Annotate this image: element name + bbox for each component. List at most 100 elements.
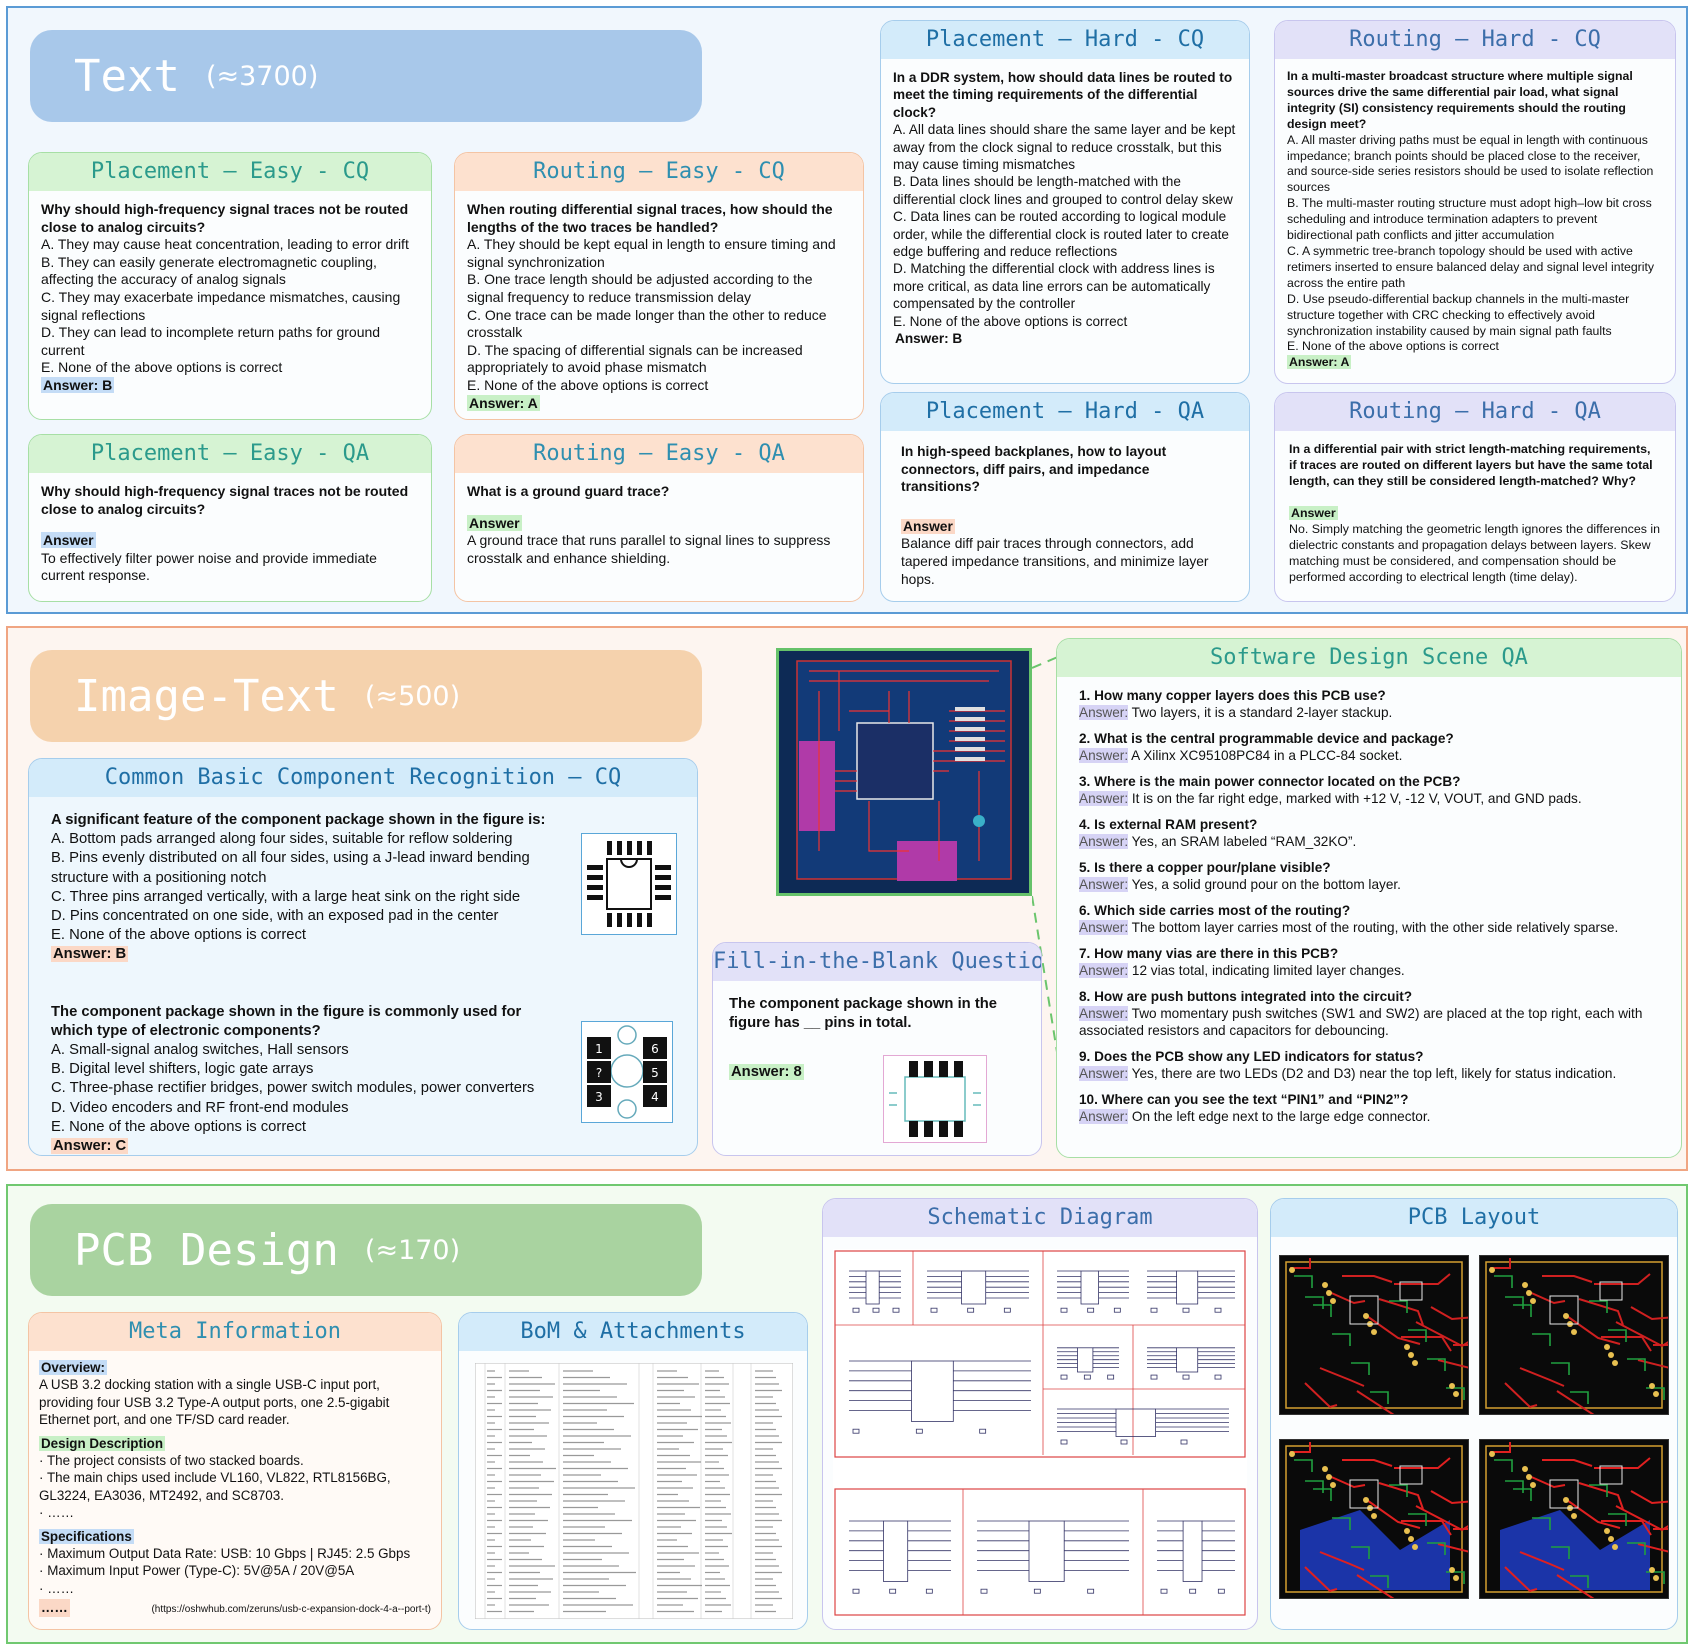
routing-hard-qa-card: Routing – Hard - QA In a differential pa… bbox=[1274, 392, 1676, 602]
option: E. None of the above options is correct bbox=[51, 1118, 306, 1135]
layout-artwork bbox=[1480, 1440, 1677, 1614]
answer: Answer: A bbox=[467, 394, 540, 411]
card-header: Common Basic Component Recognition – CQ bbox=[29, 759, 697, 797]
option: D. The spacing of differential signals c… bbox=[467, 341, 803, 376]
layout-thumb-2 bbox=[1479, 1255, 1677, 1430]
option: C. Three pins arranged vertically, with … bbox=[51, 888, 521, 905]
qa-answer-label: Answer: bbox=[1079, 920, 1129, 935]
qa-answer-label: Answer: bbox=[1079, 877, 1129, 892]
pin-label: 4 bbox=[651, 1090, 659, 1104]
question: A significant feature of the component p… bbox=[51, 812, 546, 828]
card-header: Placement – Hard - QA bbox=[881, 393, 1249, 431]
spec-item: · Maximum Input Power (Type-C): 5V@5A / … bbox=[39, 1563, 355, 1579]
design-item: · …… bbox=[39, 1505, 74, 1521]
option: B. They can easily generate electromagne… bbox=[41, 253, 377, 288]
question: When routing differential signal traces,… bbox=[467, 201, 833, 235]
option: D. Matching the differential clock with … bbox=[893, 261, 1215, 312]
option: D. They can lead to incomplete return pa… bbox=[41, 324, 381, 358]
layout-thumb-4 bbox=[1479, 1439, 1677, 1614]
qa-question: 9. Does the PCB show any LED indicators … bbox=[1079, 1049, 1424, 1064]
qa-answer: It is on the far right edge, marked with… bbox=[1131, 791, 1582, 806]
pcb-title: PCB Design bbox=[74, 1224, 339, 1276]
option: B. One trace length should be adjusted a… bbox=[467, 271, 813, 305]
option: A. They should be kept equal in length t… bbox=[467, 236, 836, 270]
image-text-title: Image-Text bbox=[74, 670, 339, 722]
design-label: Design Description bbox=[39, 1435, 166, 1451]
qa-item: 10. Where can you see the text “PIN1” an… bbox=[1079, 1091, 1659, 1125]
option: C. They may exacerbate impedance mismatc… bbox=[41, 288, 401, 323]
qa-answer: On the left edge next to the large edge … bbox=[1131, 1109, 1431, 1124]
meta-info-card: Meta Information Overview: A USB 3.2 doc… bbox=[28, 1312, 442, 1630]
qa-question: 1. How many copper layers does this PCB … bbox=[1079, 688, 1386, 703]
qa-answer: Yes, there are two LEDs (D2 and D3) near… bbox=[1131, 1066, 1617, 1081]
card-header: Fill-in-the-Blank Question bbox=[713, 943, 1041, 981]
answer-label: Answer bbox=[901, 518, 955, 534]
option: C. Three-phase rectifier bridges, power … bbox=[51, 1080, 535, 1097]
option: C. One trace can be made longer than the… bbox=[467, 306, 827, 341]
schematic-card: Schematic Diagram bbox=[822, 1198, 1258, 1630]
option: D. Use pseudo-differential backup channe… bbox=[1287, 291, 1630, 338]
layout-artwork bbox=[1480, 1256, 1677, 1430]
qa-answer-label: Answer: bbox=[1079, 963, 1129, 978]
qa-answer-label: Answer: bbox=[1079, 1109, 1129, 1124]
answer: Answer: B bbox=[51, 946, 129, 963]
qa-question: 4. Is external RAM present? bbox=[1079, 817, 1258, 832]
question: The component package shown in the figur… bbox=[729, 996, 998, 1031]
question: In high-speed backplanes, how to layout … bbox=[901, 444, 1167, 495]
card-header: Routing – Hard - CQ bbox=[1275, 21, 1675, 59]
qa-question: 8. How are push buttons integrated into … bbox=[1079, 989, 1413, 1004]
qa-item: 8. How are push buttons integrated into … bbox=[1079, 988, 1659, 1039]
schematic-image bbox=[833, 1249, 1247, 1619]
spec-label: Specifications bbox=[39, 1528, 134, 1544]
qa-item: 1. How many copper layers does this PCB … bbox=[1079, 687, 1659, 721]
pcb-design-section: PCB Design (≈170) Meta Information Overv… bbox=[6, 1184, 1688, 1644]
option: E. None of the above options is correct bbox=[41, 359, 283, 376]
option: D. Video encoders and RF front-end modul… bbox=[51, 1099, 349, 1116]
text-banner: Text (≈3700) bbox=[30, 30, 702, 122]
option: A. Small-signal analog switches, Hall se… bbox=[51, 1042, 349, 1059]
qa-item: 5. Is there a copper pour/plane visible?… bbox=[1079, 859, 1659, 893]
qa-item: 7. How many vias are there in this PCB? A… bbox=[1079, 945, 1659, 979]
placement-easy-cq-card: Placement – Easy - CQ Why should high-fr… bbox=[28, 152, 432, 420]
pin-label: 1 bbox=[595, 1042, 603, 1056]
spec-item: · Maximum Output Data Rate: USB: 10 Gbps… bbox=[39, 1546, 411, 1562]
overview-text: A USB 3.2 docking station with a single … bbox=[39, 1377, 390, 1428]
qa-item: 9. Does the PCB show any LED indicators … bbox=[1079, 1048, 1659, 1082]
layout-thumb-3 bbox=[1279, 1439, 1507, 1614]
qa-answer: The bottom layer carries most of the rou… bbox=[1131, 920, 1619, 935]
text-section: Text (≈3700) Placement – Easy - CQ Why s… bbox=[6, 6, 1688, 614]
question: What is a ground guard trace? bbox=[467, 483, 670, 499]
answer: Answer: B bbox=[895, 331, 963, 347]
text-count: (≈3700) bbox=[205, 60, 319, 92]
image-text-count: (≈500) bbox=[364, 680, 461, 712]
pcb-banner: PCB Design (≈170) bbox=[30, 1204, 702, 1296]
image-text-section: Image-Text (≈500) Common Basic Component… bbox=[6, 626, 1688, 1171]
routing-hard-cq-card: Routing – Hard - CQ In a multi-master br… bbox=[1274, 20, 1676, 384]
pin-label: ? bbox=[596, 1066, 602, 1080]
pin-label: 3 bbox=[595, 1090, 603, 1104]
component-cq-card: Common Basic Component Recognition – CQ … bbox=[28, 758, 698, 1156]
routing-easy-cq-card: Routing – Easy - CQ When routing differe… bbox=[454, 152, 864, 420]
image-text-banner: Image-Text (≈500) bbox=[30, 650, 702, 742]
question: Why should high-frequency signal traces … bbox=[41, 201, 409, 235]
card-header: PCB Layout bbox=[1271, 1199, 1677, 1237]
qa-question: 7. How many vias are there in this PCB? bbox=[1079, 946, 1339, 961]
question: In a multi-master broadcast structure wh… bbox=[1287, 69, 1633, 131]
question: Why should high-frequency signal traces … bbox=[41, 483, 409, 517]
fill-blank-card: Fill-in-the-Blank Question The component… bbox=[712, 942, 1042, 1156]
qa-answer-label: Answer: bbox=[1079, 1066, 1129, 1081]
answer: A ground trace that runs parallel to sig… bbox=[467, 532, 831, 566]
qa-item: 2. What is the central programmable devi… bbox=[1079, 730, 1659, 764]
qa-question: 5. Is there a copper pour/plane visible? bbox=[1079, 860, 1331, 875]
option: B. Digital level shifters, logic gate ar… bbox=[51, 1061, 314, 1078]
qa-item: 6. Which side carries most of the routin… bbox=[1079, 902, 1659, 936]
qa-answer-label: Answer: bbox=[1079, 748, 1129, 763]
bom-card: BoM & Attachments bbox=[458, 1312, 808, 1630]
qa-answer: Yes, an SRAM labeled “RAM_32KO”. bbox=[1131, 834, 1357, 849]
question: In a DDR system, how should data lines b… bbox=[893, 70, 1233, 120]
package-image-1 bbox=[581, 833, 677, 935]
pcb-artwork bbox=[779, 651, 1029, 893]
option: A. All master driving paths must be equa… bbox=[1287, 132, 1654, 195]
answer-label: Answer bbox=[41, 532, 96, 549]
answer-label: Answer bbox=[467, 514, 522, 531]
